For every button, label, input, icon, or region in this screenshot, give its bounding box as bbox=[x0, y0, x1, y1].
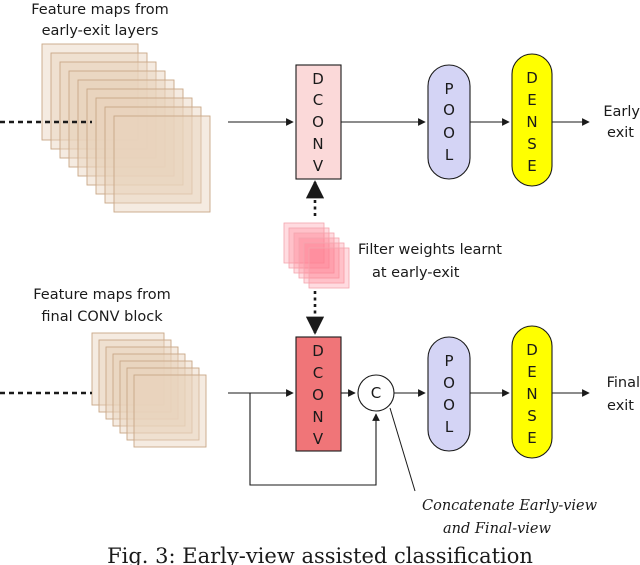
final-pool-letters: P O O L bbox=[443, 352, 455, 436]
early-maps-label-line1: Feature maps from bbox=[31, 2, 169, 18]
final-dconv-letters: D C O N V bbox=[312, 342, 324, 448]
early-dense-letter: D bbox=[526, 69, 538, 87]
filter-weights-stack bbox=[283, 222, 350, 289]
final-dconv-letter: N bbox=[312, 408, 323, 426]
early-dense-letters: D E N S E bbox=[526, 69, 538, 175]
early-dconv-letter: D bbox=[312, 70, 324, 88]
early-dense-letter: N bbox=[526, 113, 537, 131]
final-exit-label-line1: Final bbox=[607, 375, 640, 391]
final-dense-letter: D bbox=[526, 341, 538, 359]
final-dconv-letter: V bbox=[313, 430, 324, 448]
final-maps-label-line2: final CONV block bbox=[41, 309, 163, 325]
final-pool-letter: O bbox=[443, 396, 455, 414]
concat-symbol: C bbox=[371, 384, 381, 402]
early-pool-letter: O bbox=[443, 124, 455, 142]
final-pool-letter: L bbox=[445, 418, 454, 436]
early-pool-letter: P bbox=[444, 80, 453, 98]
early-feature-maps-stack bbox=[41, 43, 211, 213]
final-dense-letter: E bbox=[527, 429, 536, 447]
final-dense-letter: N bbox=[526, 385, 537, 403]
concat-annotation-line1: Concatenate Early-view bbox=[422, 498, 598, 514]
early-pool-letters: P O O L bbox=[443, 80, 455, 164]
final-dconv-letter: D bbox=[312, 342, 324, 360]
early-dense-letter: E bbox=[527, 91, 536, 109]
skip-connection-line bbox=[249, 393, 380, 486]
final-dconv-letter: C bbox=[313, 364, 323, 382]
early-dense-block bbox=[511, 53, 553, 187]
early-dconv-letter: V bbox=[313, 157, 324, 175]
early-exit-label-line2: exit bbox=[607, 125, 634, 141]
final-maps-label-line1: Feature maps from bbox=[33, 287, 171, 303]
final-dense-letter: E bbox=[527, 363, 536, 381]
final-feature-maps-stack bbox=[91, 332, 207, 448]
final-dense-letters: D E N S E bbox=[526, 341, 538, 447]
early-dconv-letter: N bbox=[312, 135, 323, 153]
figure-caption: Fig. 3: Early-view assisted classificati… bbox=[107, 544, 533, 565]
early-dconv-letter: O bbox=[312, 113, 324, 131]
final-dconv-letter: O bbox=[312, 386, 324, 404]
final-dense-letter: S bbox=[527, 407, 537, 425]
filter-weights-label-line1: Filter weights learnt bbox=[358, 242, 502, 258]
early-dconv-letters: D C O N V bbox=[312, 70, 324, 175]
filter-weights-label-line2: at early-exit bbox=[372, 265, 460, 281]
early-dense-letter: S bbox=[527, 135, 537, 153]
final-pool-letter: O bbox=[443, 374, 455, 392]
early-dconv-block bbox=[295, 64, 342, 180]
early-exit-label-line1: Early bbox=[603, 104, 640, 120]
final-pool-letter: P bbox=[444, 352, 453, 370]
early-pool-letter: O bbox=[443, 101, 455, 119]
early-pool-letter: L bbox=[445, 146, 454, 164]
early-dense-letter: E bbox=[527, 157, 536, 175]
early-maps-label-line2: early-exit layers bbox=[42, 23, 159, 39]
concat-annotation-pointer bbox=[389, 407, 416, 492]
final-dense-block bbox=[511, 325, 553, 459]
early-dconv-letter: C bbox=[313, 91, 323, 109]
final-pool-block bbox=[427, 336, 471, 452]
final-exit-label-line2: exit bbox=[607, 398, 634, 414]
final-dconv-block bbox=[295, 336, 342, 452]
concat-annotation-line2: and Final-view bbox=[443, 521, 552, 537]
